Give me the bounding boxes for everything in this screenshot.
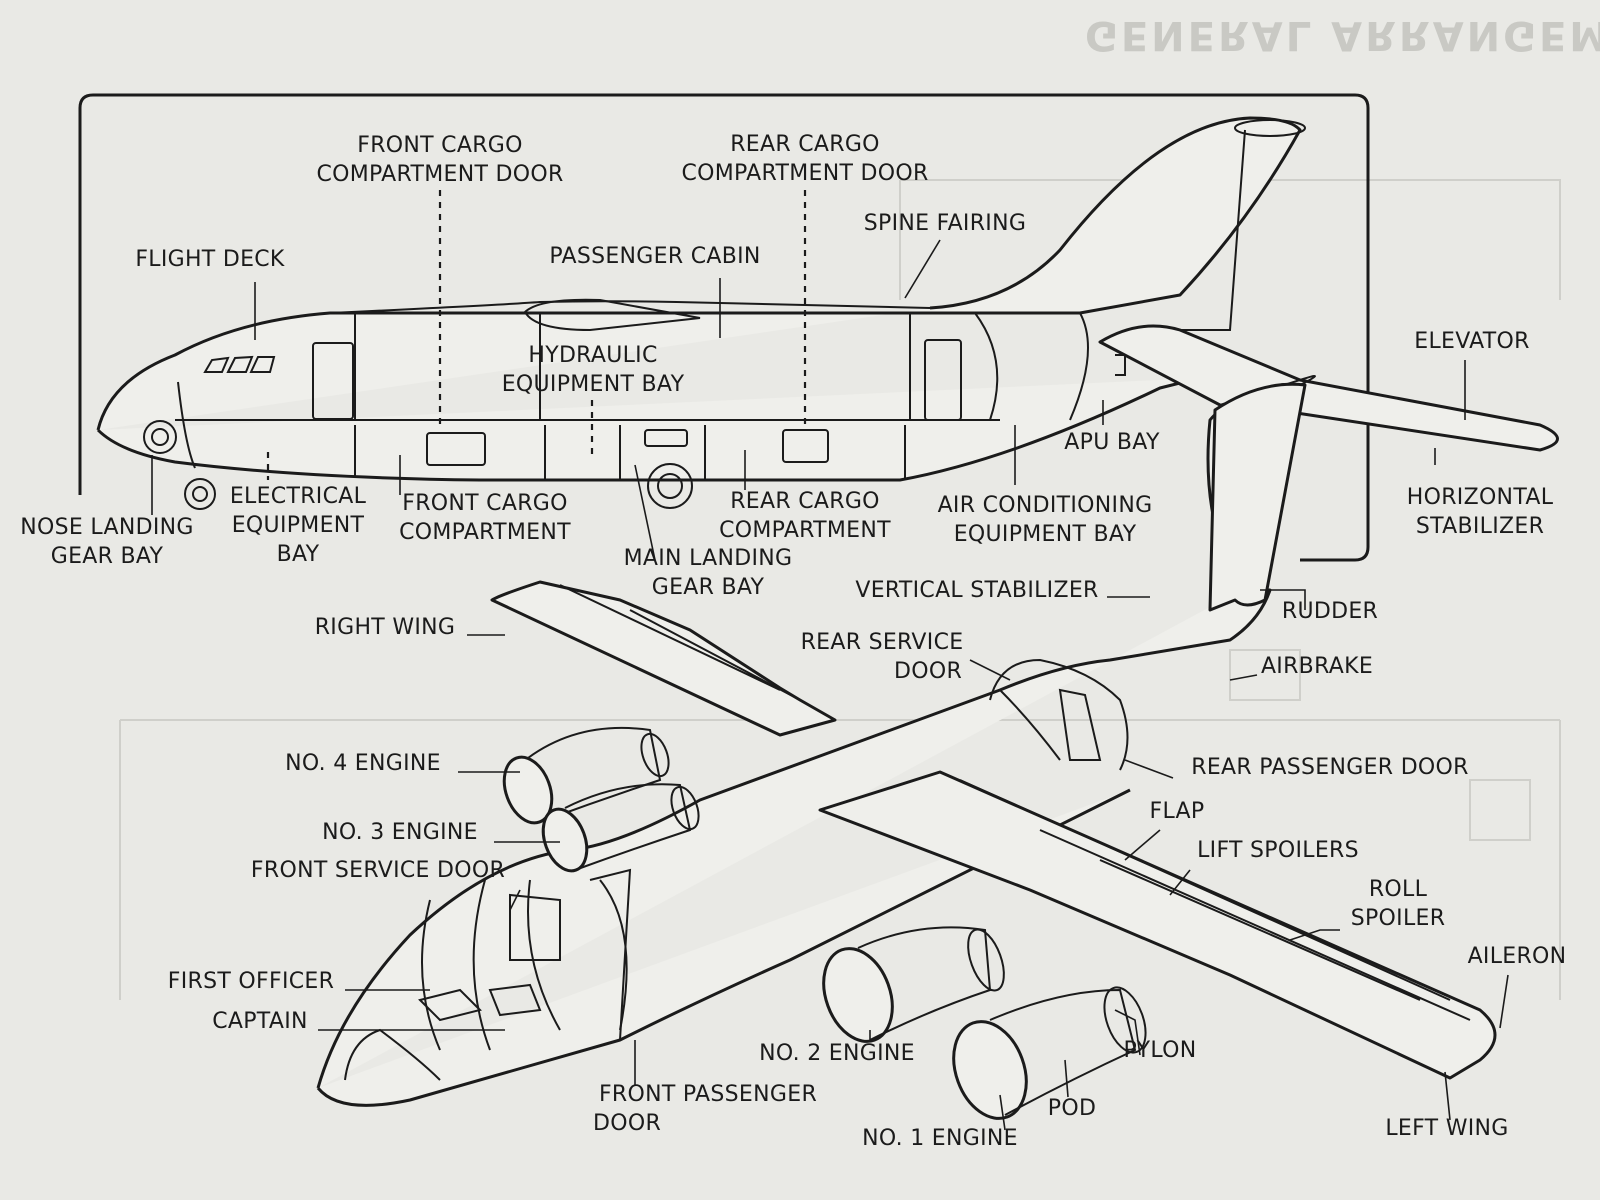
isometric-aircraft: [316, 324, 1559, 1120]
engine-no4-shape: [502, 727, 670, 825]
label-front-cargo-door-1: FRONT CARGO: [357, 133, 523, 158]
label-rear-cargo-door-1: REAR CARGO: [730, 132, 880, 157]
label-lift-spoilers: LIFT SPOILERS: [1197, 838, 1359, 863]
right-wing-3d: [490, 580, 837, 737]
label-front-service-door: FRONT SERVICE DOOR: [251, 858, 505, 883]
label-horizontal-stabilizer-1: HORIZONTAL: [1407, 485, 1554, 510]
label-rear-service-door-1: REAR SERVICE: [801, 630, 964, 655]
horizontal-tail-3d: [1098, 324, 1559, 452]
label-elevator: ELEVATOR: [1414, 329, 1529, 354]
label-roll-spoiler-2: SPOILER: [1351, 906, 1446, 931]
label-main-gear-bay-2: GEAR BAY: [652, 575, 765, 600]
engine-no3-shape: [541, 783, 700, 873]
label-rear-cargo-compartment-1: REAR CARGO: [730, 489, 880, 514]
label-airbrake: AIRBRAKE: [1261, 654, 1373, 679]
label-rear-service-door-2: DOOR: [894, 659, 962, 684]
label-front-passenger-door-2: DOOR: [593, 1111, 661, 1136]
ghost-title: GENERAL ARRANGEM: [1085, 12, 1600, 58]
left-wing-3d: [818, 770, 1497, 1080]
label-aileron: AILERON: [1468, 944, 1567, 969]
label-first-officer: FIRST OFFICER: [168, 969, 334, 994]
label-flap: FLAP: [1150, 799, 1205, 824]
label-air-conditioning-bay-2: EQUIPMENT BAY: [954, 522, 1137, 547]
label-electrical-bay-2: EQUIPMENT: [232, 513, 365, 538]
engine-no1-shape: [952, 986, 1147, 1120]
label-front-cargo-compartment-1: FRONT CARGO: [402, 491, 568, 516]
bleed-through-background: GENERAL ARRANGEM: [119, 12, 1600, 1000]
label-no4-engine: NO. 4 ENGINE: [285, 751, 441, 776]
leader-lines: [151, 239, 1509, 1131]
label-passenger-cabin: PASSENGER CABIN: [549, 244, 760, 269]
side-view-frame: [78, 93, 1370, 562]
label-flight-deck: FLIGHT DECK: [135, 247, 285, 272]
label-nose-gear-bay-2: GEAR BAY: [51, 544, 164, 569]
label-air-conditioning-bay-1: AIR CONDITIONING: [938, 493, 1153, 518]
label-electrical-bay-1: ELECTRICAL: [230, 484, 367, 509]
label-horizontal-stabilizer-2: STABILIZER: [1416, 514, 1544, 539]
label-left-wing: LEFT WING: [1385, 1116, 1508, 1141]
label-front-passenger-door-1: FRONT PASSENGER: [599, 1082, 817, 1107]
label-nose-gear-bay-1: NOSE LANDING: [20, 515, 193, 540]
label-rear-cargo-compartment-2: COMPARTMENT: [719, 518, 891, 543]
label-hydraulic-bay-1: HYDRAULIC: [528, 343, 657, 368]
label-roll-spoiler-1: ROLL: [1369, 877, 1428, 902]
label-hydraulic-bay-2: EQUIPMENT BAY: [502, 372, 685, 397]
label-main-gear-bay-1: MAIN LANDING: [624, 546, 793, 571]
label-pylon: PYLON: [1124, 1038, 1197, 1063]
label-rudder: RUDDER: [1282, 599, 1378, 624]
label-no3-engine: NO. 3 ENGINE: [322, 820, 478, 845]
label-rear-cargo-door-2: COMPARTMENT DOOR: [681, 161, 928, 186]
label-front-cargo-door-2: COMPARTMENT DOOR: [316, 162, 563, 187]
label-right-wing: RIGHT WING: [315, 615, 456, 640]
labels: FRONT CARGO COMPARTMENT DOOR REAR CARGO …: [20, 132, 1566, 1151]
label-vertical-stabilizer: VERTICAL STABILIZER: [855, 578, 1098, 603]
label-apu-bay: APU BAY: [1064, 430, 1160, 455]
label-front-cargo-compartment-2: COMPARTMENT: [399, 520, 571, 545]
label-no1-engine: NO. 1 ENGINE: [862, 1126, 1018, 1151]
engine-no2-shape: [822, 926, 1005, 1043]
label-spine-fairing: SPINE FAIRING: [864, 211, 1026, 236]
label-no2-engine: NO. 2 ENGINE: [759, 1041, 915, 1066]
label-captain: CAPTAIN: [212, 1009, 308, 1034]
label-rear-passenger-door: REAR PASSENGER DOOR: [1191, 755, 1469, 780]
label-pod: POD: [1048, 1096, 1096, 1121]
label-electrical-bay-3: BAY: [277, 542, 320, 567]
